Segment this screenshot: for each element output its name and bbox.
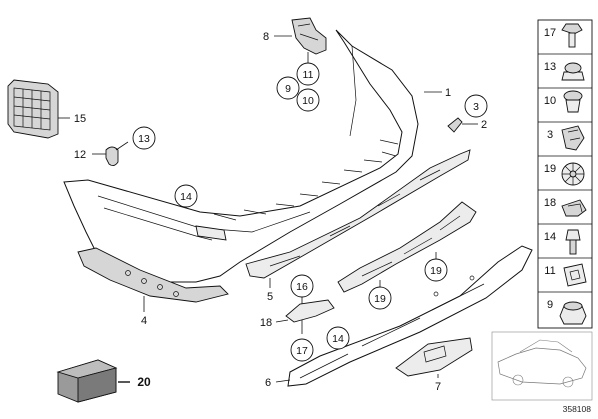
bracket-part-8 [274, 17, 327, 64]
callout-13: 13 [138, 133, 150, 145]
callout-14-lower: 14 [332, 333, 344, 345]
clip-part-12 [92, 141, 129, 167]
callout-circles [132, 62, 488, 362]
callout-3: 3 [473, 101, 479, 113]
legend-icon-18-clip [561, 199, 587, 217]
clip-part-2 [447, 117, 478, 133]
reinforcement-part-5 [245, 149, 471, 288]
legend-icon-14-bolt [565, 229, 581, 255]
callout-19-right: 19 [430, 265, 442, 277]
bumper-cover-part-1 [63, 29, 442, 283]
legend-label-10: 10 [544, 95, 556, 107]
label-1: 1 [445, 87, 451, 99]
callout-17: 16 [296, 281, 308, 293]
legend-icon-13-nut [561, 62, 585, 81]
legend-icon-9-nut [559, 301, 587, 325]
plate-part-7 [395, 337, 473, 378]
legend-icon-19-rivet [561, 162, 585, 186]
legend-label-11: 11 [544, 265, 555, 277]
callout-14-upper: 14 [180, 191, 192, 203]
label-5: 5 [267, 291, 273, 303]
callout-19-lower: 19 [374, 293, 386, 305]
legend-label-9: 9 [547, 299, 553, 311]
diffuser-part-6 [275, 245, 533, 387]
label-15: 15 [74, 113, 86, 125]
legend-icon-11-clip [563, 263, 587, 287]
legend-label-18: 18 [544, 197, 556, 209]
legend-label-14: 14 [544, 231, 556, 243]
callout-11: 11 [303, 69, 314, 81]
label-8: 8 [263, 31, 269, 43]
label-20: 20 [137, 375, 151, 389]
label-6: 6 [265, 377, 271, 389]
label-16: 18 [260, 317, 272, 329]
legend-icon-3-bracket [561, 125, 585, 151]
car-thumbnail [491, 331, 593, 401]
grille-part-15 [7, 79, 70, 139]
case-part-20 [56, 359, 130, 403]
legend-label-17: 17 [544, 27, 556, 39]
callout-9: 9 [285, 83, 291, 95]
support-part-19 [337, 201, 477, 293]
legend-icon-10-nut [563, 90, 583, 113]
bracket-part-16 [275, 296, 335, 334]
legend-label-3: 3 [547, 129, 553, 141]
label-4: 4 [141, 315, 147, 327]
label-12: 12 [74, 149, 86, 161]
reference-number: 358108 [563, 404, 592, 414]
callout-10: 10 [302, 95, 314, 107]
label-7: 7 [435, 381, 441, 393]
legend-label-13: 13 [544, 61, 556, 73]
legend-icon-17-screw [561, 23, 583, 48]
legend-label-19: 19 [544, 163, 556, 175]
label-2: 2 [481, 119, 487, 131]
trim-strip-part-4 [77, 247, 229, 312]
callout-18: 17 [296, 345, 308, 357]
